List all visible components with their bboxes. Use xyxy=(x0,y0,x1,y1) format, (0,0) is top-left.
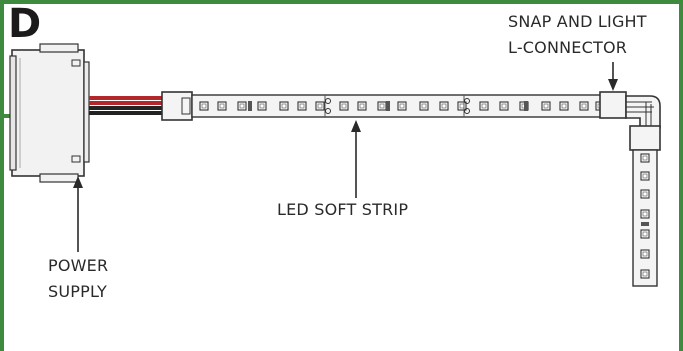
led-chip xyxy=(377,101,387,111)
led-chip xyxy=(279,101,289,111)
led-soft-strip xyxy=(191,94,605,118)
resistor xyxy=(248,101,252,111)
power-label-line2: SUPPLY xyxy=(48,282,107,301)
led-chip xyxy=(199,101,209,111)
led-chip xyxy=(640,269,650,279)
led-chip xyxy=(237,101,247,111)
connector-label-line2: L-CONNECTOR xyxy=(508,38,628,57)
power-supply xyxy=(9,43,90,183)
resistor xyxy=(524,101,528,111)
strip-cut-mark xyxy=(463,95,470,117)
arrow-to-led-strip xyxy=(351,120,361,198)
led-chip xyxy=(640,153,650,163)
led-chip xyxy=(541,101,551,111)
led-chip xyxy=(315,101,325,111)
led-chip xyxy=(640,189,650,199)
led-chip xyxy=(339,101,349,111)
led-chip xyxy=(257,101,267,111)
led-soft-strip-vertical xyxy=(632,149,658,287)
led-chip xyxy=(419,101,429,111)
led-chip xyxy=(297,101,307,111)
resistor xyxy=(641,222,649,226)
led-chip xyxy=(579,101,589,111)
vertical-led-group xyxy=(640,153,650,279)
led-chip xyxy=(357,101,367,111)
power-wires xyxy=(89,96,162,115)
panel-letter: D xyxy=(8,1,42,47)
led-chip xyxy=(457,101,467,111)
resistor xyxy=(386,101,390,111)
led-chip xyxy=(640,249,650,259)
led-chip xyxy=(640,171,650,181)
led-chip xyxy=(217,101,227,111)
led-chip xyxy=(640,229,650,239)
led-chip xyxy=(499,101,509,111)
l-connector xyxy=(599,91,661,151)
led-chip xyxy=(439,101,449,111)
arrow-to-power-supply xyxy=(73,176,83,252)
led-chip xyxy=(640,209,650,219)
led-chip xyxy=(559,101,569,111)
arrow-to-l-connector xyxy=(608,62,618,91)
strip-led-group xyxy=(199,101,605,111)
connector-label-line1: SNAP AND LIGHT xyxy=(508,12,647,31)
led-chip xyxy=(479,101,489,111)
led-chip xyxy=(397,101,407,111)
strip-clip-connector xyxy=(161,91,193,121)
strip-cut-mark xyxy=(324,95,331,117)
power-label-line1: POWER xyxy=(48,256,109,275)
strip-label: LED SOFT STRIP xyxy=(277,200,409,219)
